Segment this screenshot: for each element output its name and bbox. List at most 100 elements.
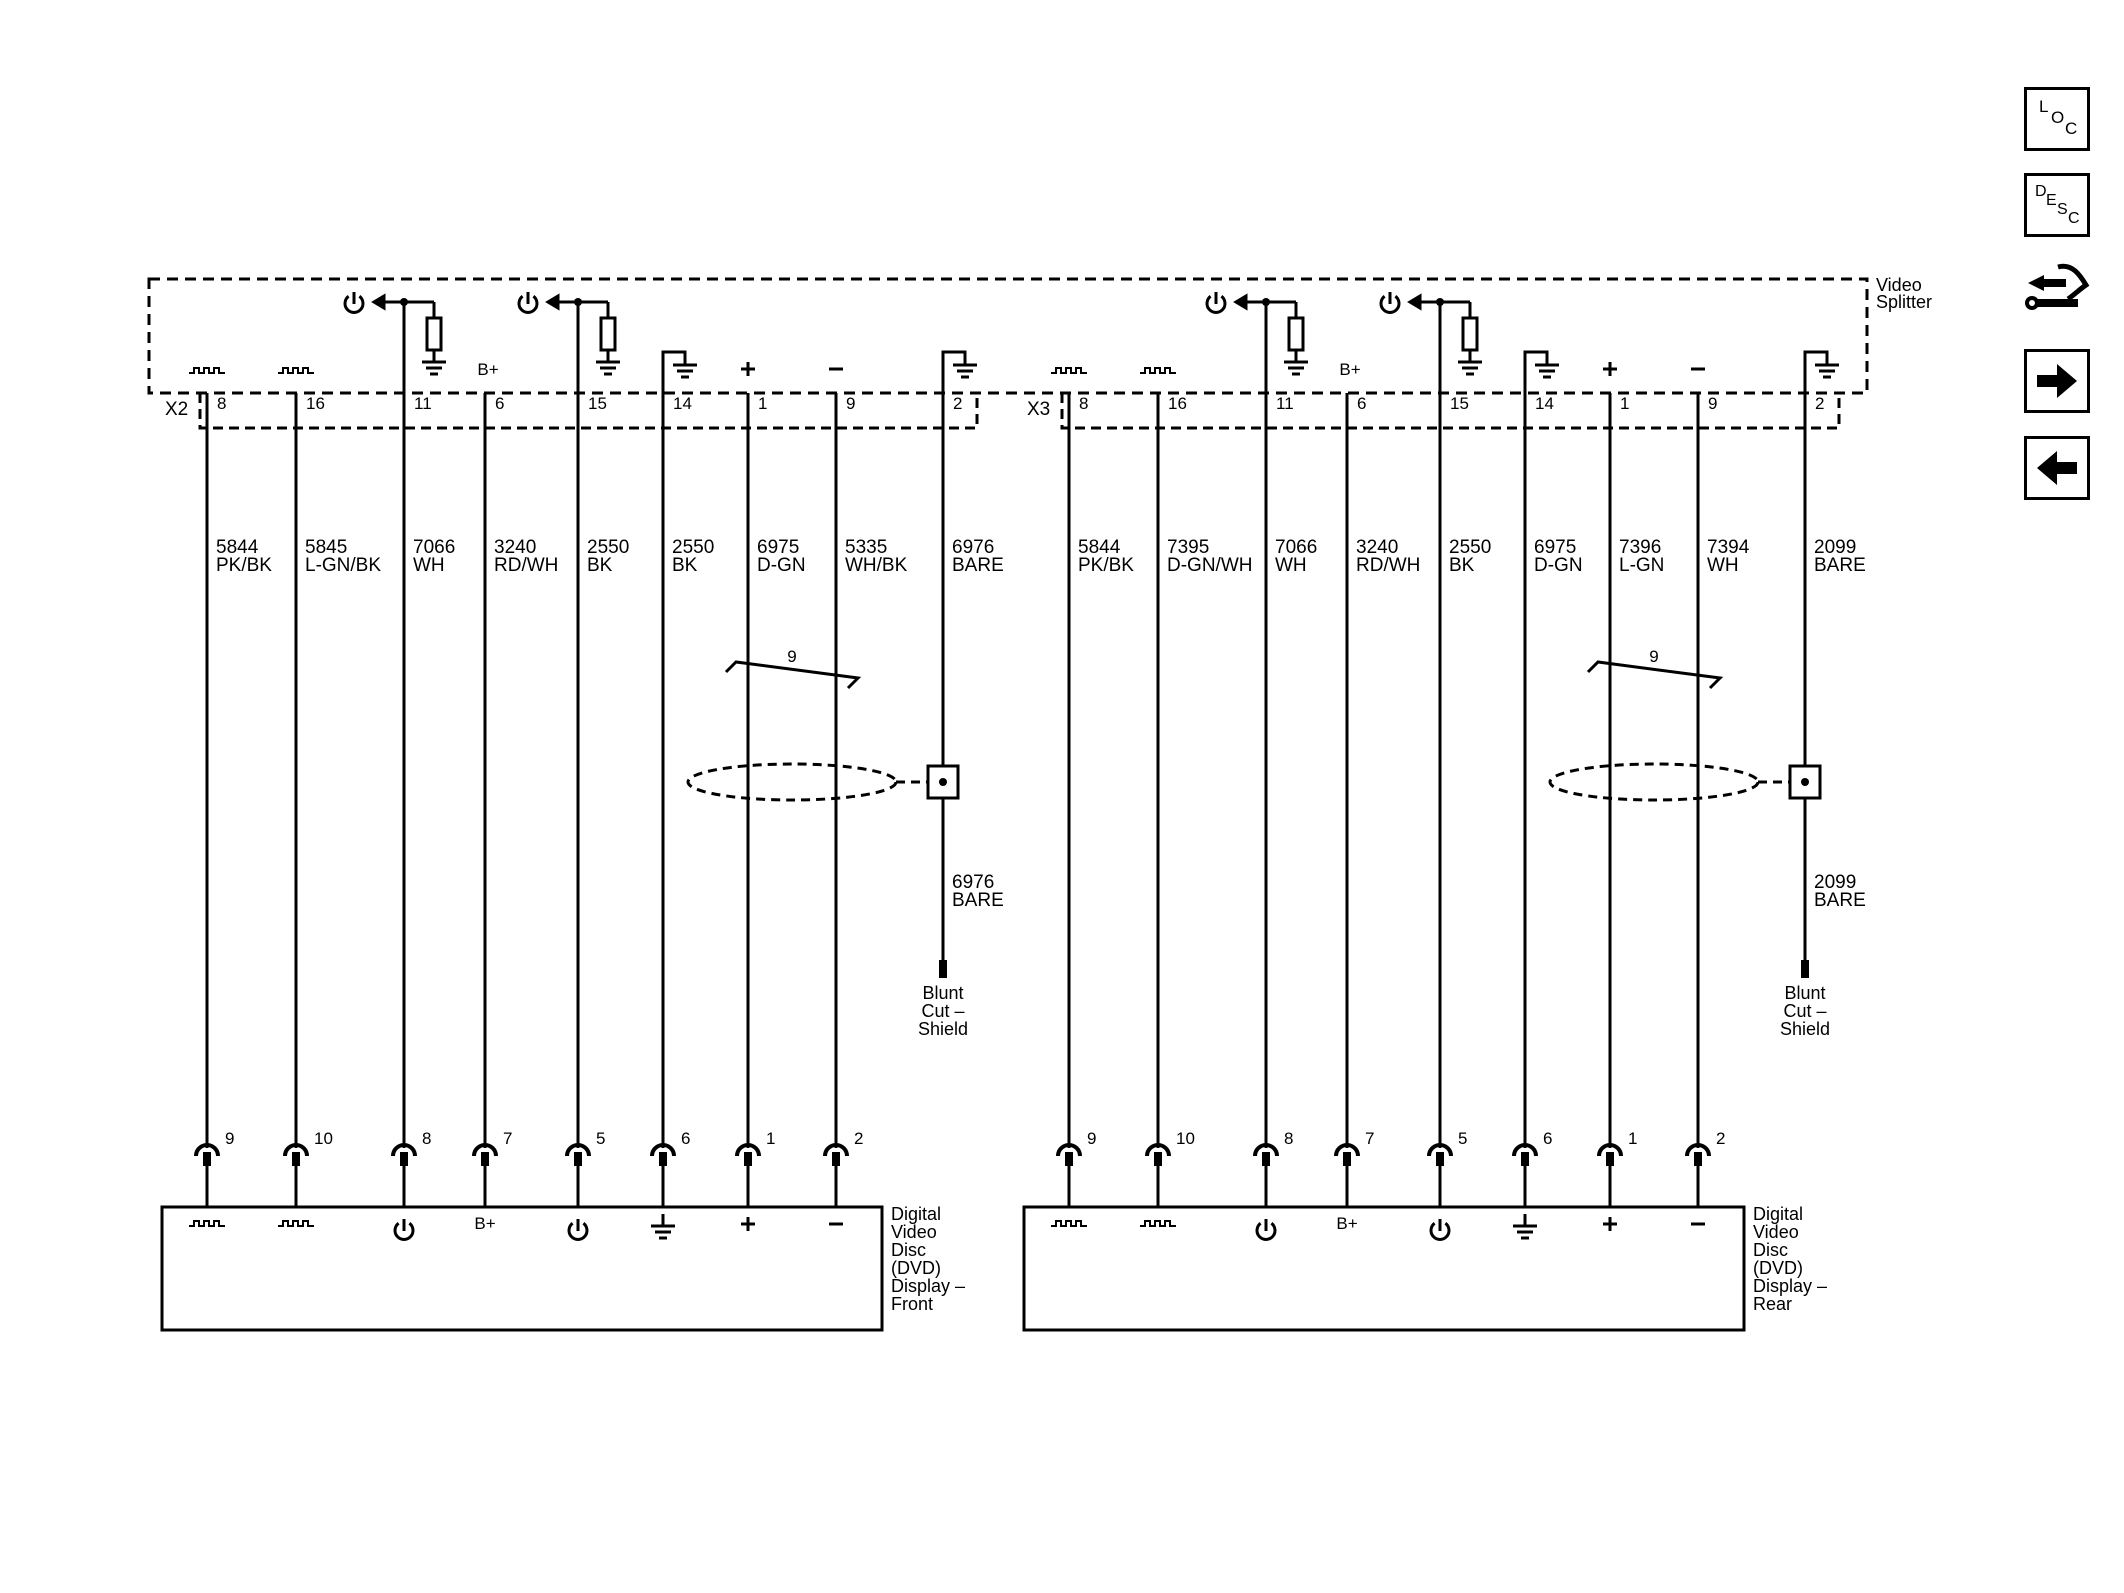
dvd-display-label: Disc — [1753, 1240, 1788, 1260]
loc-letter-l: L — [2039, 97, 2048, 116]
circuit-number: 5844 — [216, 537, 259, 558]
shield-wire-end — [1801, 960, 1809, 978]
power-icon — [1205, 295, 1227, 314]
wire-color: WH — [1275, 555, 1307, 576]
dvd-display-label: Rear — [1753, 1294, 1792, 1314]
display-pin-number: 7 — [503, 1129, 512, 1148]
arrow-left-icon — [2037, 451, 2077, 485]
twist-count: 9 — [787, 647, 796, 666]
desc-letter-s: S — [2057, 201, 2068, 218]
connector-tool-button[interactable] — [2022, 255, 2094, 325]
display-pin-number: 7 — [1365, 1129, 1374, 1148]
wire-color: RD/WH — [1356, 555, 1420, 576]
next-page-button[interactable] — [2024, 349, 2090, 413]
dvd-display-label: Front — [891, 1294, 933, 1314]
power-icon — [1255, 1222, 1277, 1241]
shield-label: Shield — [1780, 1019, 1830, 1039]
display-pin-number: 5 — [596, 1129, 605, 1148]
circuit-number: 7066 — [1275, 537, 1317, 558]
dvd-display-box — [1022, 1205, 1746, 1332]
battery-plus-icon: B+ — [1339, 360, 1360, 379]
splitter-pin-number: 1 — [1620, 394, 1629, 413]
resistor-icon — [1461, 316, 1479, 352]
loc-letter-c: C — [2065, 119, 2077, 138]
circuit-number: 2550 — [672, 537, 714, 558]
display-pin-number: 2 — [1716, 1129, 1725, 1148]
inline-connector — [1685, 1143, 1711, 1166]
resistor-icon — [425, 316, 443, 352]
dvd-display-label: Disc — [891, 1240, 926, 1260]
ground-icon — [422, 360, 446, 376]
wire-color: BK — [672, 555, 698, 576]
splitter-pin-number: 6 — [495, 394, 504, 413]
plus-icon — [741, 1217, 755, 1231]
display-pin-number: 5 — [1458, 1129, 1467, 1148]
splitter-pin-number: 11 — [414, 394, 432, 413]
shield-label: Blunt — [922, 983, 963, 1003]
desc-letter-e: E — [2046, 192, 2057, 209]
inline-connector — [283, 1143, 309, 1166]
splitter-pin-number: 11 — [1276, 394, 1294, 413]
display-pin-number: 2 — [854, 1129, 863, 1148]
connector-box — [198, 393, 979, 430]
power-icon — [1429, 1222, 1451, 1241]
inline-connector — [391, 1143, 417, 1166]
inline-connector — [194, 1143, 220, 1166]
wire-color: WH — [1707, 555, 1739, 576]
dvd-display-label: Display – — [1753, 1276, 1827, 1296]
shield-ellipse — [1548, 762, 1760, 802]
splitter-pin-number: 9 — [846, 394, 855, 413]
splitter-pin-number: 8 — [1079, 394, 1088, 413]
resistor-icon — [599, 316, 617, 352]
splitter-pin-number: 16 — [1168, 394, 1187, 413]
plus-icon — [1603, 1217, 1617, 1231]
display-pin-number: 9 — [1087, 1129, 1096, 1148]
splitter-pin-number: 2 — [953, 394, 962, 413]
inline-connector — [1334, 1143, 1360, 1166]
circuit-number: 2550 — [1449, 537, 1491, 558]
inline-connector — [1253, 1143, 1279, 1166]
video-signal-icon — [1140, 1220, 1176, 1227]
inline-connector — [735, 1143, 761, 1166]
splitter-label: Splitter — [1876, 292, 1932, 312]
shield-wire-end — [939, 960, 947, 978]
shield-circuit-number: 6976 — [952, 872, 994, 893]
location-button[interactable]: L O C — [2024, 87, 2090, 151]
wire-color: L-GN/BK — [305, 555, 381, 576]
battery-plus-icon: B+ — [474, 1214, 495, 1233]
battery-plus-icon: B+ — [477, 360, 498, 379]
display-pin-number: 9 — [225, 1129, 234, 1148]
display-pin-number: 1 — [766, 1129, 775, 1148]
ground-icon — [1284, 360, 1308, 376]
circuit-number: 5844 — [1078, 537, 1121, 558]
wire-color: D-GN/WH — [1167, 555, 1252, 576]
description-button[interactable]: D E S C — [2024, 173, 2090, 237]
desc-letter-c: C — [2068, 210, 2080, 227]
wire-color: D-GN — [1534, 555, 1583, 576]
inline-connector — [650, 1143, 676, 1166]
circuit-number: 6976 — [952, 537, 994, 558]
power-icon — [517, 295, 539, 314]
splitter-pin-number: 16 — [306, 394, 325, 413]
splitter-label: Video — [1876, 275, 1922, 295]
video-signal-icon — [278, 1220, 314, 1227]
previous-page-button[interactable] — [2024, 436, 2090, 500]
splitter-pin-number: 15 — [588, 394, 607, 413]
dvd-display-label: (DVD) — [1753, 1258, 1803, 1278]
plus-icon — [1603, 362, 1617, 376]
dvd-display-label: (DVD) — [891, 1258, 941, 1278]
